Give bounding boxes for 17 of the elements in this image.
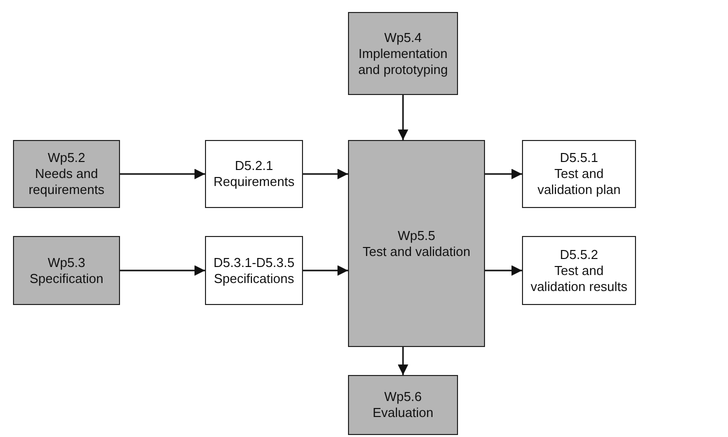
arrow [120,168,205,180]
work-package-box: Wp5.6 Evaluation [348,375,458,435]
work-package-box: Wp5.5 Test and validation [348,140,485,347]
arrow [303,168,348,180]
arrow [398,347,408,375]
arrow [398,95,408,140]
deliverable-box: D5.2.1 Requirements [205,140,303,208]
arrow [120,265,205,276]
arrow [485,265,522,276]
deliverable-box: D5.3.1-D5.3.5 Specifications [205,236,303,305]
work-package-box: Wp5.2 Needs and requirements [13,140,120,208]
deliverable-box: D5.5.1 Test and validation plan [522,140,636,208]
deliverable-box: D5.5.2 Test and validation results [522,236,636,305]
arrow [485,168,522,180]
work-package-box: Wp5.3 Specification [13,236,120,305]
work-package-box: Wp5.4 Implementation and prototyping [348,12,458,95]
arrow [303,265,348,276]
